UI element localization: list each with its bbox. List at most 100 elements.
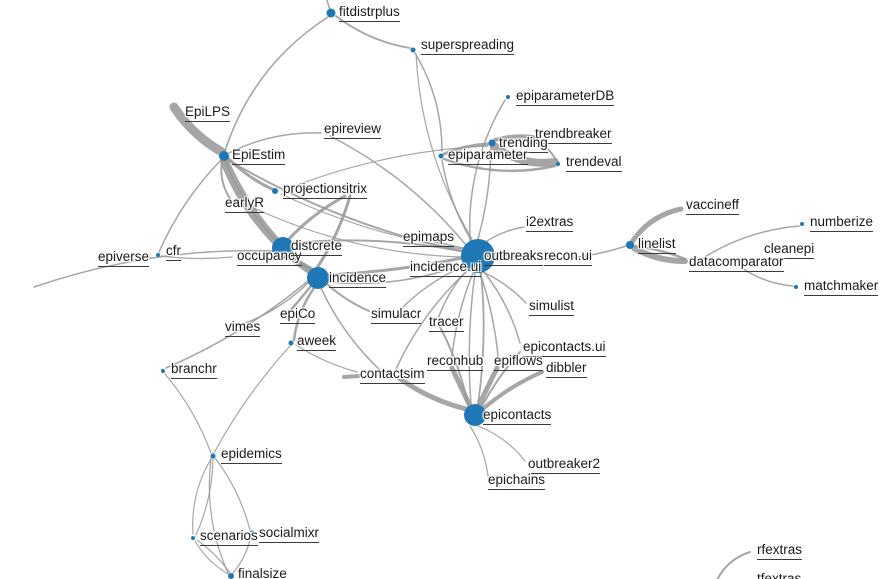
node-label-itrix[interactable]: itrix bbox=[346, 181, 367, 199]
node-label-epimaps[interactable]: epimaps bbox=[403, 229, 455, 247]
node-label-epichains[interactable]: epichains bbox=[488, 472, 546, 490]
edge-scenarios-finalsize bbox=[196, 539, 231, 574]
node-trending[interactable] bbox=[488, 139, 496, 147]
node-label-cfr[interactable]: cfr bbox=[166, 243, 181, 261]
node-label-EpiLPS[interactable]: EpiLPS bbox=[185, 104, 231, 122]
node-label-distcrete[interactable]: distcrete bbox=[291, 238, 343, 256]
node-label-incidence[interactable]: incidence bbox=[329, 270, 387, 288]
node-distcrete[interactable] bbox=[272, 237, 294, 259]
edge-offscreen-left-distcrete bbox=[33, 249, 273, 288]
node-label-simulacr[interactable]: simulacr bbox=[371, 306, 422, 324]
node-linelist[interactable] bbox=[626, 241, 634, 249]
node-label-incidence.ui[interactable]: incidence.ui bbox=[410, 259, 482, 277]
node-fitdistrplus[interactable] bbox=[326, 8, 336, 18]
edge-distcrete-itrix bbox=[286, 194, 347, 242]
edge-epicontacts-outbreaker2 bbox=[477, 425, 526, 462]
node-incidence[interactable] bbox=[307, 267, 329, 289]
node-socialmixr[interactable] bbox=[249, 530, 255, 536]
node-label-trendeval[interactable]: trendeval bbox=[566, 154, 622, 172]
edge-linelist-vaccineff bbox=[629, 206, 684, 245]
node-label-epiflows[interactable]: epiflows bbox=[494, 353, 543, 371]
node-superspreading[interactable] bbox=[410, 47, 416, 53]
node-numberize[interactable] bbox=[800, 222, 804, 226]
node-label-outbreaks[interactable]: outbreaks bbox=[484, 248, 544, 266]
edge-outbreaks-contactsim bbox=[395, 270, 468, 370]
node-matchmaker[interactable] bbox=[794, 285, 798, 289]
edge-EpiEstim-earlyR bbox=[220, 160, 232, 201]
edge-incidence-vimes bbox=[242, 282, 309, 325]
node-label-projections[interactable]: projections bbox=[283, 181, 349, 199]
node-cfr[interactable] bbox=[156, 253, 160, 257]
node-label-epiparameter[interactable]: epiparameter bbox=[448, 147, 528, 165]
edge-datacomparator-matchmaker bbox=[741, 267, 794, 287]
node-label-rfextras[interactable]: rfextras bbox=[757, 542, 803, 560]
node-label-matchmaker[interactable]: matchmaker bbox=[804, 278, 879, 296]
node-label-epiCo[interactable]: epiCo bbox=[280, 306, 316, 324]
node-label-socialmixr[interactable]: socialmixr bbox=[259, 525, 320, 543]
node-label-linelist[interactable]: linelist bbox=[638, 236, 676, 254]
node-label-EpiEstim[interactable]: EpiEstim bbox=[232, 147, 286, 165]
node-label-earlyR[interactable]: earlyR bbox=[225, 195, 265, 213]
node-label-epicontacts[interactable]: epicontacts bbox=[483, 407, 552, 425]
node-label-trending[interactable]: trending bbox=[499, 135, 548, 153]
node-finalsize[interactable] bbox=[228, 573, 234, 579]
node-scenarios[interactable] bbox=[191, 536, 195, 540]
node-label-vimes[interactable]: vimes bbox=[225, 319, 261, 337]
node-label-epidemics[interactable]: epidemics bbox=[221, 446, 282, 464]
node-label-partial-bottom[interactable]: tfextras bbox=[757, 571, 801, 579]
node-EpiEstim[interactable] bbox=[219, 151, 229, 161]
node-label-trendbreaker[interactable]: trendbreaker bbox=[535, 126, 612, 144]
node-label-finalsize[interactable]: finalsize bbox=[238, 566, 287, 579]
edge-EpiLPS-EpiEstim bbox=[169, 102, 227, 157]
edge-datacomparator-numberize bbox=[699, 225, 800, 261]
node-label-epicontacts.ui[interactable]: epicontacts.ui bbox=[523, 339, 606, 357]
node-label-outbreaker2[interactable]: outbreaker2 bbox=[528, 456, 601, 474]
node-epidemics[interactable] bbox=[210, 453, 216, 459]
node-epiparameter[interactable] bbox=[438, 153, 444, 159]
node-label-tracer[interactable]: tracer bbox=[429, 314, 464, 332]
node-incidence.ui[interactable] bbox=[483, 265, 489, 271]
node-branchr[interactable] bbox=[161, 369, 165, 373]
node-label-epiverse[interactable]: epiverse bbox=[98, 249, 150, 267]
edge-socialmixr-finalsize bbox=[232, 535, 252, 574]
node-label-epiparameterDB[interactable]: epiparameterDB bbox=[516, 88, 615, 106]
node-epiparameterDB[interactable] bbox=[506, 95, 510, 99]
node-label-recon.ui[interactable]: recon.ui bbox=[544, 248, 593, 266]
node-label-dibbler[interactable]: dibbler bbox=[546, 360, 587, 378]
node-label-branchr[interactable]: branchr bbox=[171, 361, 217, 379]
node-label-epireview[interactable]: epireview bbox=[324, 121, 382, 139]
node-label-i2extras[interactable]: i2extras bbox=[526, 214, 574, 232]
node-label-datacomparator[interactable]: datacomparator bbox=[689, 254, 784, 272]
node-label-aweek[interactable]: aweek bbox=[297, 333, 337, 351]
edge-linelist-datacomparator bbox=[631, 245, 688, 265]
node-label-fitdistrplus[interactable]: fitdistrplus bbox=[339, 4, 400, 22]
edge-distcrete-outbreaks bbox=[292, 239, 462, 252]
node-label-occupancy[interactable]: occupancy bbox=[237, 248, 302, 266]
edge-outbreaks-superspreading bbox=[415, 53, 473, 240]
edge-outbreaks-trending bbox=[477, 146, 492, 240]
node-label-cleanepi[interactable]: cleanepi bbox=[764, 241, 815, 259]
node-outbreaks[interactable] bbox=[461, 239, 495, 273]
node-label-contactsim[interactable]: contactsim bbox=[360, 366, 425, 384]
edge-outbreaks-epiflows bbox=[479, 272, 499, 357]
node-aweek[interactable] bbox=[288, 340, 294, 346]
node-epicontacts[interactable] bbox=[464, 404, 486, 426]
node-label-simulist[interactable]: simulist bbox=[529, 298, 575, 316]
edge-EpiEstim-epireview bbox=[228, 132, 322, 154]
edge-outbreaks-simulist bbox=[482, 271, 527, 304]
node-label-superspreading[interactable]: superspreading bbox=[421, 37, 515, 55]
node-projections[interactable] bbox=[272, 188, 278, 194]
edge-epicontacts-contactsim bbox=[396, 375, 469, 412]
edge-incidence-aweek bbox=[292, 286, 316, 342]
edge-trending-trendbreaker bbox=[493, 134, 535, 142]
node-label-numberize[interactable]: numberize bbox=[810, 214, 874, 232]
node-label-reconhub[interactable]: reconhub bbox=[427, 353, 484, 371]
node-label-scenarios[interactable]: scenarios bbox=[200, 528, 258, 546]
edge-epidemics-finalsize bbox=[208, 457, 229, 574]
edge-projections-trending bbox=[281, 145, 489, 192]
node-label-vaccineff[interactable]: vaccineff bbox=[686, 197, 740, 215]
edge-outbreaks-reconhub bbox=[451, 272, 474, 357]
edge-epireview-outbreaks bbox=[329, 135, 467, 246]
node-trendeval[interactable] bbox=[556, 162, 560, 166]
